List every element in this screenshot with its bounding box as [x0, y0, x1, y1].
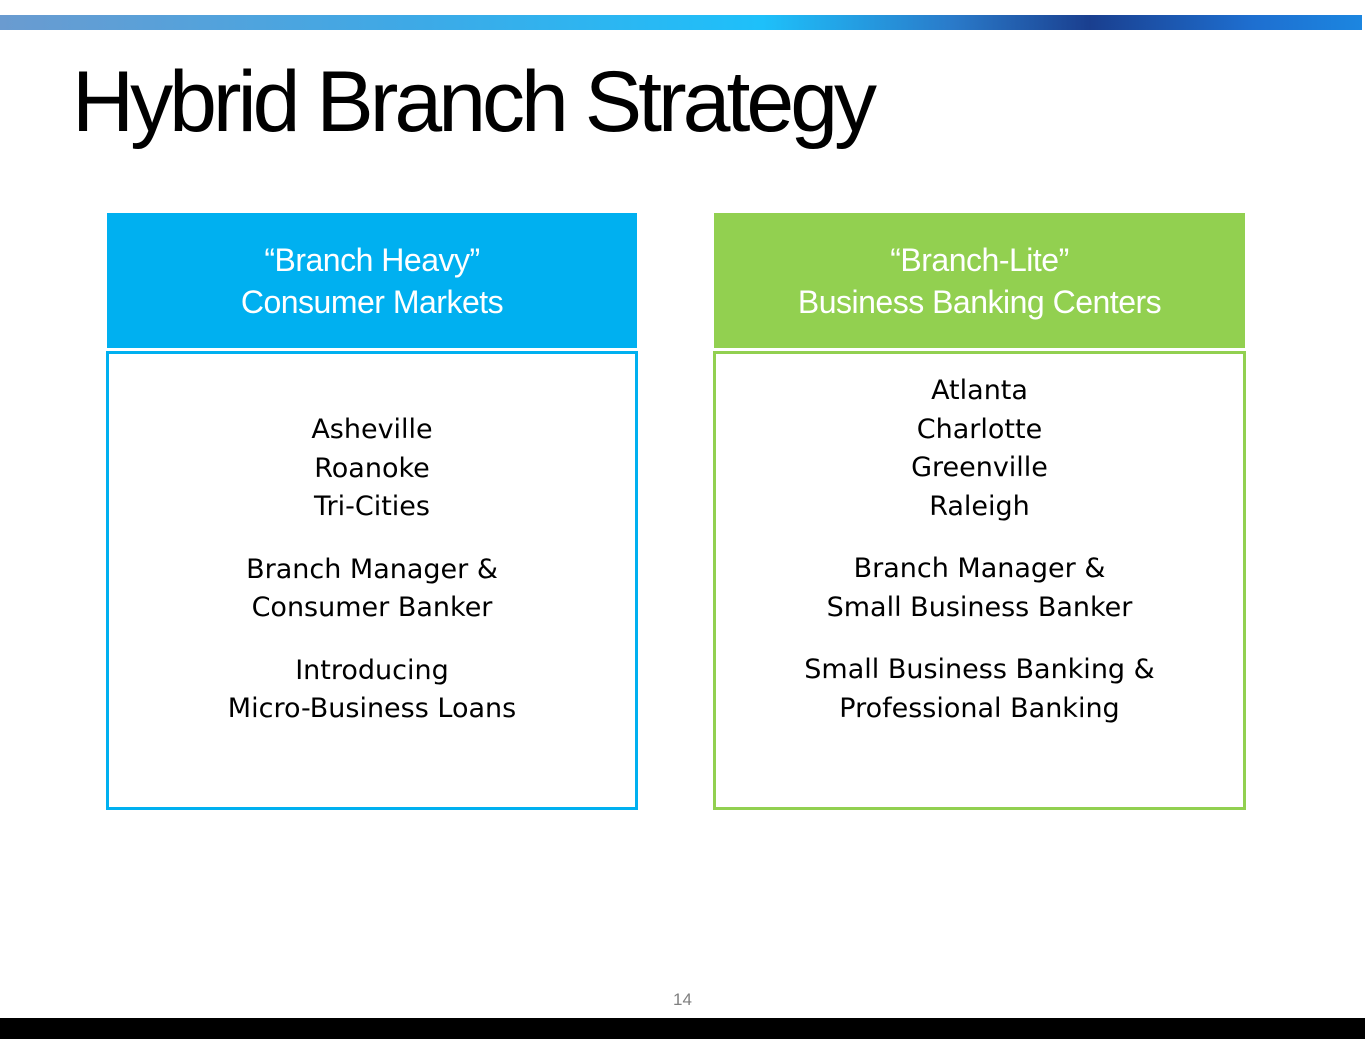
header-line: Business Banking Centers — [797, 283, 1162, 320]
products-text: Small Business Banking & Professional Ba… — [716, 651, 1243, 728]
branch-lite-box: Atlanta Charlotte Greenville Raleigh Bra… — [713, 351, 1246, 810]
header-line: “Branch-Lite” — [890, 241, 1069, 278]
text-line: Consumer Banker — [251, 592, 493, 623]
text-line: Branch Manager & — [246, 553, 498, 585]
list-item: Asheville — [311, 414, 433, 445]
branch-heavy-box: Asheville Roanoke Tri-Cities Branch Mana… — [106, 351, 638, 810]
text-line: Small Business Banking & — [804, 654, 1155, 685]
list-item: Roanoke — [314, 452, 430, 484]
staffing-text: Branch Manager & Consumer Banker — [109, 551, 635, 628]
markets-list: Asheville Roanoke Tri-Cities — [109, 411, 635, 527]
page-number: 14 — [673, 990, 692, 1009]
list-item: Raleigh — [929, 490, 1030, 522]
text-line: Introducing — [295, 654, 449, 686]
header-line: Consumer Markets — [240, 283, 504, 320]
header-line: “Branch Heavy” — [264, 241, 480, 278]
list-item: Atlanta — [931, 375, 1028, 406]
top-gradient-bar — [0, 15, 1362, 30]
text-line: Professional Banking — [839, 692, 1120, 724]
slide-title: Hybrid Branch Strategy — [72, 54, 877, 150]
text-line: Micro-Business Loans — [227, 693, 517, 724]
branch-lite-header: “Branch-Lite” Business Banking Centers — [714, 213, 1245, 348]
bottom-bar — [0, 1018, 1365, 1039]
text-line: Branch Manager & — [853, 553, 1106, 584]
staffing-text: Branch Manager & Small Business Banker — [716, 550, 1243, 627]
text-line: Small Business Banker — [826, 591, 1133, 623]
list-item: Charlotte — [916, 413, 1043, 445]
products-text: Introducing Micro-Business Loans — [109, 652, 635, 729]
markets-list: Atlanta Charlotte Greenville Raleigh — [716, 372, 1243, 526]
branch-heavy-header: “Branch Heavy” Consumer Markets — [107, 213, 637, 348]
list-item: Tri-Cities — [314, 491, 430, 522]
list-item: Greenville — [911, 452, 1048, 483]
